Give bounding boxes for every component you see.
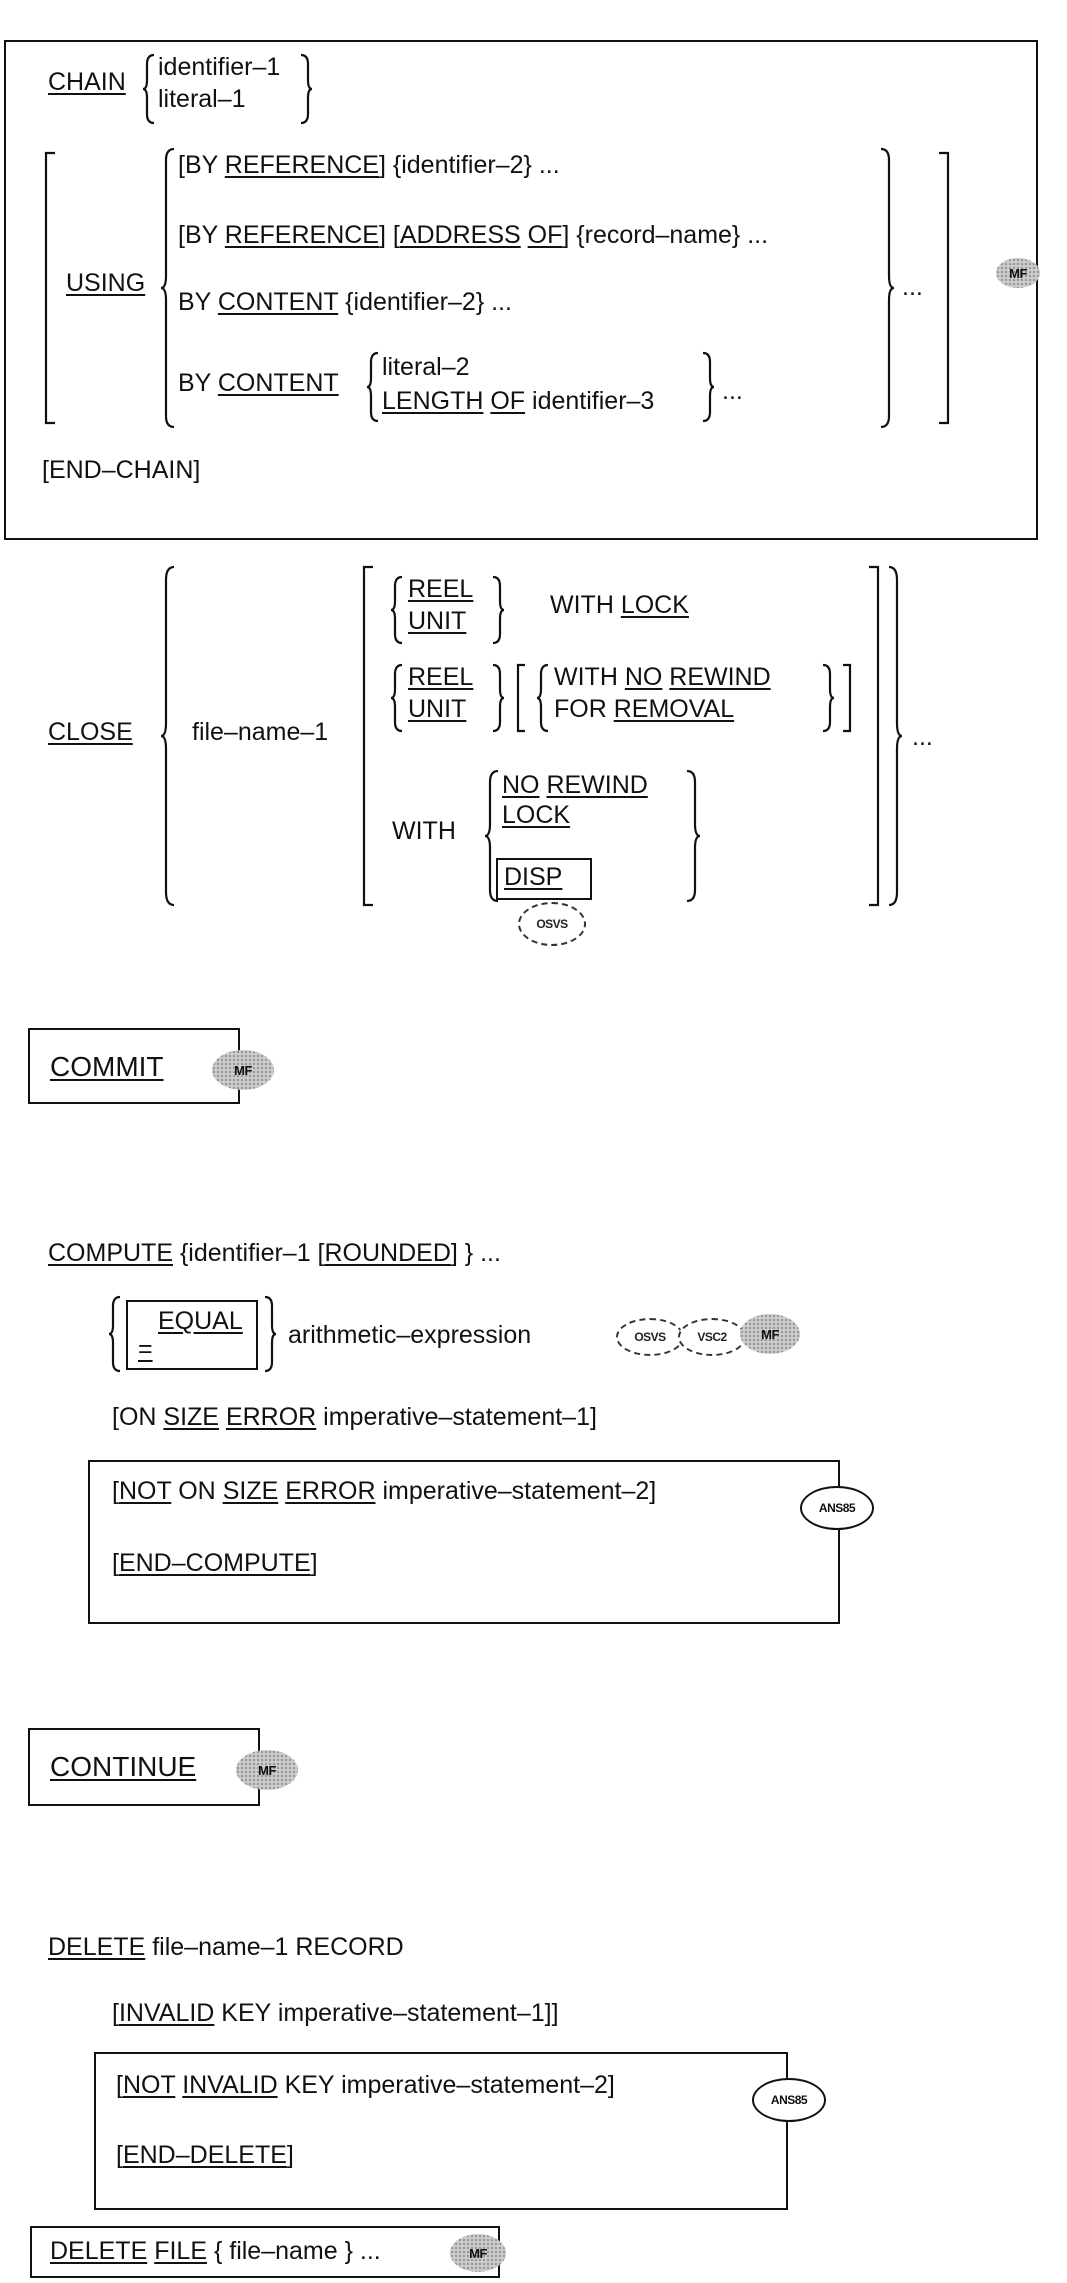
opt3-no-rewind: NO REWIND: [502, 771, 648, 799]
equal-brace: [108, 1295, 121, 1373]
compute-ans85-box: [88, 1460, 840, 1624]
using-row-4-lead: BY CONTENT: [178, 369, 339, 397]
not-on-size-error: [NOT ON SIZE ERROR imperative–statement–…: [112, 1477, 657, 1505]
ans85-badge-compute: ANS85: [800, 1486, 874, 1530]
ans85-badge-delete: ANS85: [752, 2078, 826, 2122]
opt2-for-removal: FOR REMOVAL: [554, 695, 735, 723]
close-options-bracket-left: [362, 565, 373, 907]
opt2-inner-brace-close: [822, 663, 835, 733]
mf-badge: MF: [996, 258, 1040, 288]
using-ellipsis: ...: [902, 273, 923, 301]
not-invalid-key: [NOT INVALID KEY imperative–statement–2]: [116, 2071, 615, 2099]
close-brace-close: [888, 565, 903, 907]
opt2-brace-close: [492, 663, 505, 733]
opt1-brace-close: [492, 575, 505, 645]
row4-opt-length: LENGTH OF identifier–3: [382, 387, 655, 415]
continue-keyword: CONTINUE: [50, 1751, 197, 1782]
close-file-name: file–name–1: [192, 718, 329, 746]
end-compute: [END–COMPUTE]: [112, 1549, 318, 1577]
using-row-3: BY CONTENT {identifier–2} ...: [178, 288, 512, 316]
equal-brace-close: [264, 1295, 277, 1373]
osvs-badge: OSVS: [616, 1318, 684, 1356]
opt2-bracket-right: [843, 663, 852, 733]
using-brace: [160, 147, 175, 429]
equal-sign: =: [138, 1335, 153, 1363]
opt3-with: WITH: [392, 817, 456, 845]
opt2-with-no-rewind: WITH NO REWIND: [554, 663, 771, 691]
chain-brace: [142, 53, 155, 125]
mf-badge-continue: MF: [236, 1750, 298, 1790]
opt1-with-lock: WITH LOCK: [550, 591, 689, 619]
opt3-brace-close: [686, 769, 701, 903]
opt2-bracket-left: [516, 663, 525, 733]
end-delete: [END–DELETE]: [116, 2141, 294, 2169]
using-outer-bracket-left: [44, 151, 55, 425]
row4-brace-close: [702, 351, 715, 423]
end-chain: [END–CHAIN]: [42, 456, 201, 484]
mf-badge-delete-file: MF: [450, 2234, 506, 2272]
opt2-brace: [390, 663, 403, 733]
opt2-reel: REEL: [408, 663, 474, 691]
mf-badge-commit: MF: [212, 1050, 274, 1090]
equal-keyword: EQUAL: [158, 1307, 243, 1335]
opt2-inner-brace: [536, 663, 549, 733]
delete-line-1: DELETE file–name–1 RECORD: [48, 1933, 404, 1961]
row4-brace: [366, 351, 379, 423]
using-row-1: [BY REFERENCE] {identifier–2} ...: [178, 151, 560, 179]
using-keyword: USING: [66, 269, 146, 297]
close-keyword: CLOSE: [48, 718, 133, 746]
opt3-disp: DISP: [504, 863, 563, 891]
using-brace-close: [880, 147, 895, 429]
chain-keyword: CHAIN: [48, 68, 126, 96]
mf-badge-compute: MF: [740, 1314, 800, 1354]
equal-box: [126, 1300, 258, 1370]
opt3-brace: [484, 769, 499, 903]
arithmetic-expression: arithmetic–expression: [288, 1321, 532, 1349]
using-row-2: [BY REFERENCE] [ADDRESS OF] {record–name…: [178, 221, 769, 249]
delete-ans85-box: [94, 2052, 788, 2210]
opt3-lock: LOCK: [502, 801, 571, 829]
invalid-key: [INVALID KEY imperative–statement–1]]: [112, 1999, 559, 2027]
compute-line-1: COMPUTE {identifier–1 [ROUNDED] } ...: [48, 1239, 501, 1267]
chain-box: [4, 40, 1038, 540]
row4-opt-literal: literal–2: [382, 353, 470, 381]
close-options-bracket-right: [869, 565, 880, 907]
on-size-error: [ON SIZE ERROR imperative–statement–1]: [112, 1403, 597, 1431]
opt1-unit: UNIT: [408, 607, 467, 635]
osvs-badge-close: OSVS: [518, 902, 586, 946]
chain-brace-close: [300, 53, 313, 125]
opt2-unit: UNIT: [408, 695, 467, 723]
opt1-reel: REEL: [408, 575, 474, 603]
close-ellipsis: ...: [912, 723, 933, 751]
row4-ellipsis: ...: [722, 377, 743, 405]
using-outer-bracket-right: [939, 151, 950, 425]
vsc2-badge: VSC2: [678, 1318, 746, 1356]
delete-file-line: DELETE FILE { file–name } ...: [50, 2237, 381, 2265]
close-brace: [160, 565, 175, 907]
opt1-brace: [390, 575, 403, 645]
chain-opt-literal: literal–1: [158, 85, 246, 113]
disp-box: [496, 858, 592, 900]
commit-keyword: COMMIT: [50, 1051, 164, 1082]
chain-opt-identifier: identifier–1: [158, 53, 281, 81]
